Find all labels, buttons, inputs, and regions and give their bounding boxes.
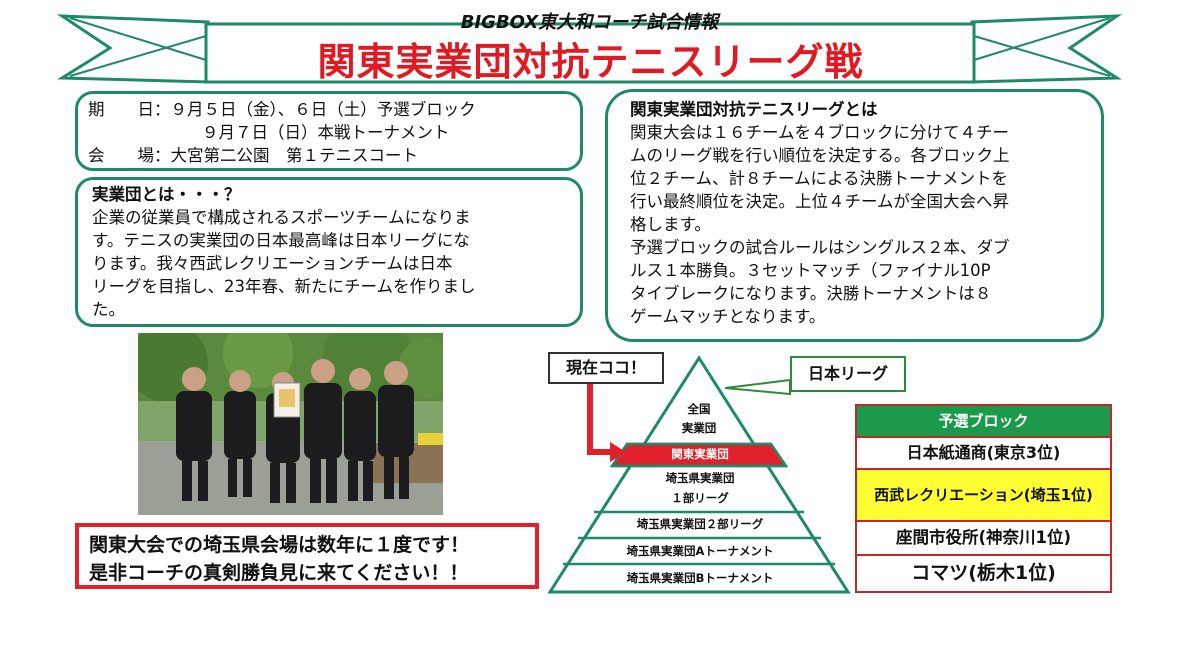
japan-league-callout: 日本リーグ: [790, 356, 906, 392]
venue-label: 会 場：: [88, 146, 171, 165]
about-corporate-line: す。テニスの実業団の日本最高峰は日本リーグにな: [92, 231, 470, 250]
about-league-line: 行い最終順位を決定。上位４チームが全国大会へ昇: [630, 192, 1010, 211]
about-league-line: ゲームマッチとなります。: [630, 307, 826, 326]
about-league-line: 予選ブロックの試合ルールはシングルス２本、ダブ: [630, 238, 1010, 257]
team-row: コマツ(栃木1位): [857, 554, 1110, 591]
current-position-callout: 現在ココ！: [548, 352, 664, 384]
schedule-box: 期 日：９月５日（金）、６日（土）予選ブロック ９月７日（日）本戦トーナメント …: [75, 91, 583, 171]
notice-line-1: 関東大会での埼玉県会場は数年に１度です！: [89, 534, 470, 556]
team-photo: [138, 333, 443, 515]
pyramid-level-saitama-2: 埼玉県実業団２部リーグ: [636, 517, 764, 531]
preliminary-block-table: 予選ブロック 日本紙通商(東京3位) 西武レクリエーション(埼玉1位) 座間市役…: [855, 404, 1112, 593]
pyramid-level-saitama-a: 埼玉県実業団Aトーナメント: [626, 544, 774, 558]
about-league-heading: 関東実業団対抗テニスリーグとは: [630, 100, 878, 119]
about-corporate-line: リーグを目指し、23年春、新たにチームを作りまし: [92, 277, 476, 296]
notice-line-2: 是非コーチの真剣勝負見に来てください！！: [89, 562, 469, 584]
about-league-line: 位２チーム、計８チームによる決勝トーナメントを: [630, 169, 1009, 188]
about-league-line: タイブレークになります。決勝トーナメントは８: [630, 284, 992, 303]
about-corporate-line: 企業の従業員で構成されるスポーツチームになりま: [92, 208, 471, 227]
team-row: 日本紙通商(東京3位): [857, 436, 1110, 468]
about-league-box: 関東実業団対抗テニスリーグとは 関東大会は１６チームを４ブロックに分けて４チー …: [605, 89, 1104, 342]
header-banner: [56, 14, 1123, 84]
pyramid-level-kanto: 関東実業団: [671, 447, 729, 461]
about-league-line: ムのリーグ戦を行い順位を決定する。各ブロック上: [630, 146, 1010, 165]
date-label: 期 日：: [88, 100, 171, 119]
pyramid-level-national: 全国 実業団: [681, 402, 717, 435]
pyramid-level-saitama-b: 埼玉県実業団Bトーナメント: [626, 571, 774, 585]
about-league-line: 関東大会は１６チームを４ブロックに分けて４チー: [630, 123, 1010, 142]
team-row-highlighted: 西武レクリエーション(埼玉1位): [857, 468, 1110, 520]
about-corporate-box: 実業団とは・・・？ 企業の従業員で構成されるスポーツチームになりま す。テニスの…: [75, 177, 583, 327]
league-pyramid: [547, 355, 851, 594]
about-corporate-line: た。: [92, 300, 125, 319]
notice-box: 関東大会での埼玉県会場は数年に１度です！ 是非コーチの真剣勝負見に来てください！…: [75, 523, 539, 589]
about-league-line: ルス１本勝負。３セットマッチ（ファイナル10P: [630, 261, 991, 280]
date-line-2: ９月７日（日）本戦トーナメント: [202, 123, 450, 142]
about-corporate-line: ります。我々西武レクリエーションチームは日本: [92, 254, 453, 273]
date-line-1: ９月５日（金）、６日（土）予選ブロック: [170, 100, 476, 119]
about-league-line: 格します。: [630, 215, 711, 234]
page-title: 関東実業団対抗テニスリーグ戦: [317, 40, 864, 84]
venue-value: 大宮第二公園 第１テニスコート: [170, 146, 419, 165]
preliminary-block-header: 予選ブロック: [857, 406, 1110, 436]
team-row: 座間市役所(神奈川1位): [857, 520, 1110, 554]
pyramid-level-saitama-1: 埼玉県実業団 １部リーグ: [665, 471, 735, 505]
header-subtitle: BIGBOX東大和コーチ試合情報: [460, 12, 719, 33]
about-corporate-heading: 実業団とは・・・？: [92, 185, 241, 204]
